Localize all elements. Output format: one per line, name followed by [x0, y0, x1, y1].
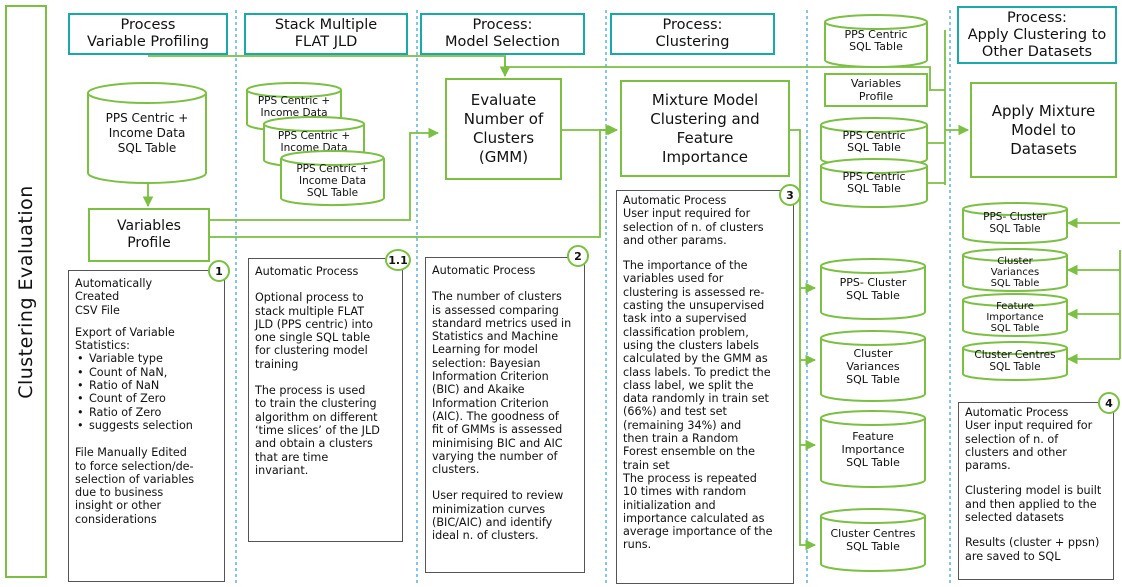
variables-profile-document: Variables Profile: [88, 208, 210, 262]
sql-table-stack-3: PPS Centric + Income Data SQL Table: [280, 150, 385, 207]
note-step-2: Automatic Process The number of clusters…: [425, 257, 585, 573]
process-apply-mixture-model: Apply Mixture Model to Datasets: [970, 82, 1117, 178]
sql-table-cluster-centres: Cluster Centres SQL Table: [820, 508, 926, 572]
note-step-4: Automatic Process User input required fo…: [958, 402, 1114, 580]
result-table-cluster-variances: Cluster Variances SQL Table: [962, 248, 1068, 292]
note-step-1: Automatically Created CSV File Export of…: [68, 270, 225, 582]
header-model-selection: Process: Model Selection: [420, 13, 585, 55]
sql-table-pps-centric-3: PPS Centric SQL Table: [820, 158, 928, 208]
result-table-feature-importance: Feature Importance SQL Table: [962, 293, 1068, 337]
step-badge-3: 3: [779, 184, 801, 206]
result-table-pps-cluster: PPS- Cluster SQL Table: [962, 202, 1068, 244]
side-title-box: Clustering Evaluation: [5, 5, 47, 578]
variable-statistics-list: Variable type Count of NaN, Ratio of NaN…: [75, 352, 218, 432]
variables-profile-small: Variables Profile: [824, 73, 928, 107]
header-clustering: Process: Clustering: [610, 13, 775, 55]
step-badge-1-1: 1.1: [385, 249, 411, 271]
step-badge-2: 2: [567, 245, 589, 267]
header-stack-flat-jld: Stack Multiple FLAT JLD: [244, 13, 408, 55]
sql-table-pps-income-label: PPS Centric + Income Data SQL Table: [105, 110, 189, 155]
sql-table-pps-income: PPS Centric + Income Data SQL Table: [87, 82, 207, 184]
sql-table-pps-centric-1: PPS Centric SQL Table: [824, 14, 928, 68]
header-apply-clustering: Process: Apply Clustering to Other Datas…: [957, 6, 1117, 64]
result-table-cluster-centres: Cluster Centres SQL Table: [962, 341, 1068, 381]
note-step-1-1: Automatic Process Optional process to st…: [248, 258, 403, 542]
side-title: Clustering Evaluation: [15, 184, 37, 399]
sql-table-feature-importance: Feature Importance SQL Table: [820, 410, 926, 488]
step-badge-1: 1: [208, 260, 230, 282]
note-step-3: Automatic Process User input required fo…: [616, 190, 794, 584]
sql-table-cluster-variances: Cluster Variances SQL Table: [820, 330, 926, 402]
sql-table-pps-cluster: PPS- Cluster SQL Table: [820, 258, 926, 320]
header-variable-profiling: Process Variable Profiling: [68, 13, 228, 55]
flow-arrows: [142, 30, 1121, 551]
step-badge-4: 4: [1098, 392, 1120, 414]
process-evaluate-clusters: Evaluate Number of Clusters (GMM): [445, 78, 562, 180]
process-mixture-model: Mixture Model Clustering and Feature Imp…: [620, 80, 790, 177]
